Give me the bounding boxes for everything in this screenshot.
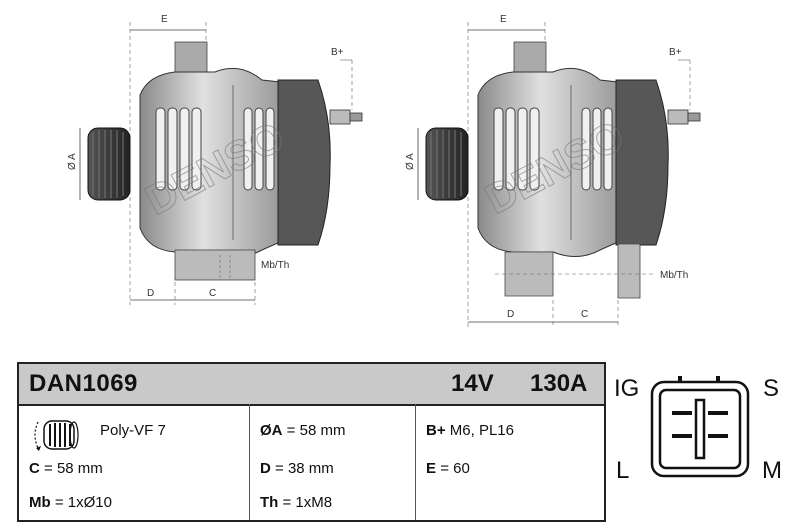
connector-s-label: S [763,375,779,402]
spec-e-key: E [426,460,437,477]
part-number: DAN1069 [29,370,138,397]
spec-bplus: B+ M6, PL16 [426,422,514,439]
left-dim-c-label: C [209,288,216,299]
right-dim-d-label: D [507,309,514,320]
spec-d-key: D [260,460,271,477]
voltage: 14V [451,370,494,397]
spec-d: D = 38 mm [260,460,334,477]
left-bplus-label: B+ [331,47,344,58]
right-dim-c-label: C [581,309,588,320]
spec-e: E = 60 [426,460,470,477]
spec-d-value: = 38 mm [275,460,334,477]
connector-ig-label: IG [614,375,639,402]
spec-mb: Mb = 1xØ10 [29,494,112,511]
pulley-rotation-icon [34,420,79,451]
amperage: 130A [530,370,588,397]
right-alternator: E B+ Ø A Mb/Th DENSO [405,14,701,328]
spec-mb-key: Mb [29,494,51,511]
left-dim-a-label: Ø A [67,153,78,170]
spec-a: ØA = 58 mm [260,422,345,439]
spec-a-key: ØA [260,422,283,439]
spec-bplus-value: M6, PL16 [449,422,514,439]
connector-plug-icon [650,376,750,478]
left-dim-d-label: D [147,288,154,299]
spec-e-value: = 60 [440,460,470,477]
spec-mb-value: = 1xØ10 [54,494,112,511]
left-alternator: E B+ Ø A [67,14,363,305]
right-dim-e-label: E [500,14,507,25]
spec-table: DAN1069 14V 130A Poly-VF 7 C = 58 mm Mb … [17,362,606,522]
connector-l-label: L [616,457,629,484]
spec-c-key: C [29,460,40,477]
spec-c: C = 58 mm [29,460,103,477]
right-dim-a-label: Ø A [405,153,416,170]
alternator-drawings: E B+ Ø A [67,14,701,328]
spec-c-value: = 58 mm [44,460,103,477]
spec-header: DAN1069 14V 130A [19,364,604,406]
spec-th: Th = 1xM8 [260,494,332,511]
left-dim-e-label: E [161,14,168,25]
left-mbth-label: Mb/Th [261,260,289,271]
right-mbth-label: Mb/Th [660,270,688,281]
spec-bplus-key: B+ [426,422,446,439]
right-bplus-label: B+ [669,47,682,58]
spec-th-value: = 1xM8 [282,494,333,511]
connector-diagram: IG S L M [614,375,782,484]
column-divider [415,404,416,520]
connector-m-label: M [762,457,782,484]
column-divider [249,404,250,520]
spec-th-key: Th [260,494,279,511]
spec-a-value: = 58 mm [286,422,346,439]
pulley-type: Poly-VF 7 [100,422,166,439]
